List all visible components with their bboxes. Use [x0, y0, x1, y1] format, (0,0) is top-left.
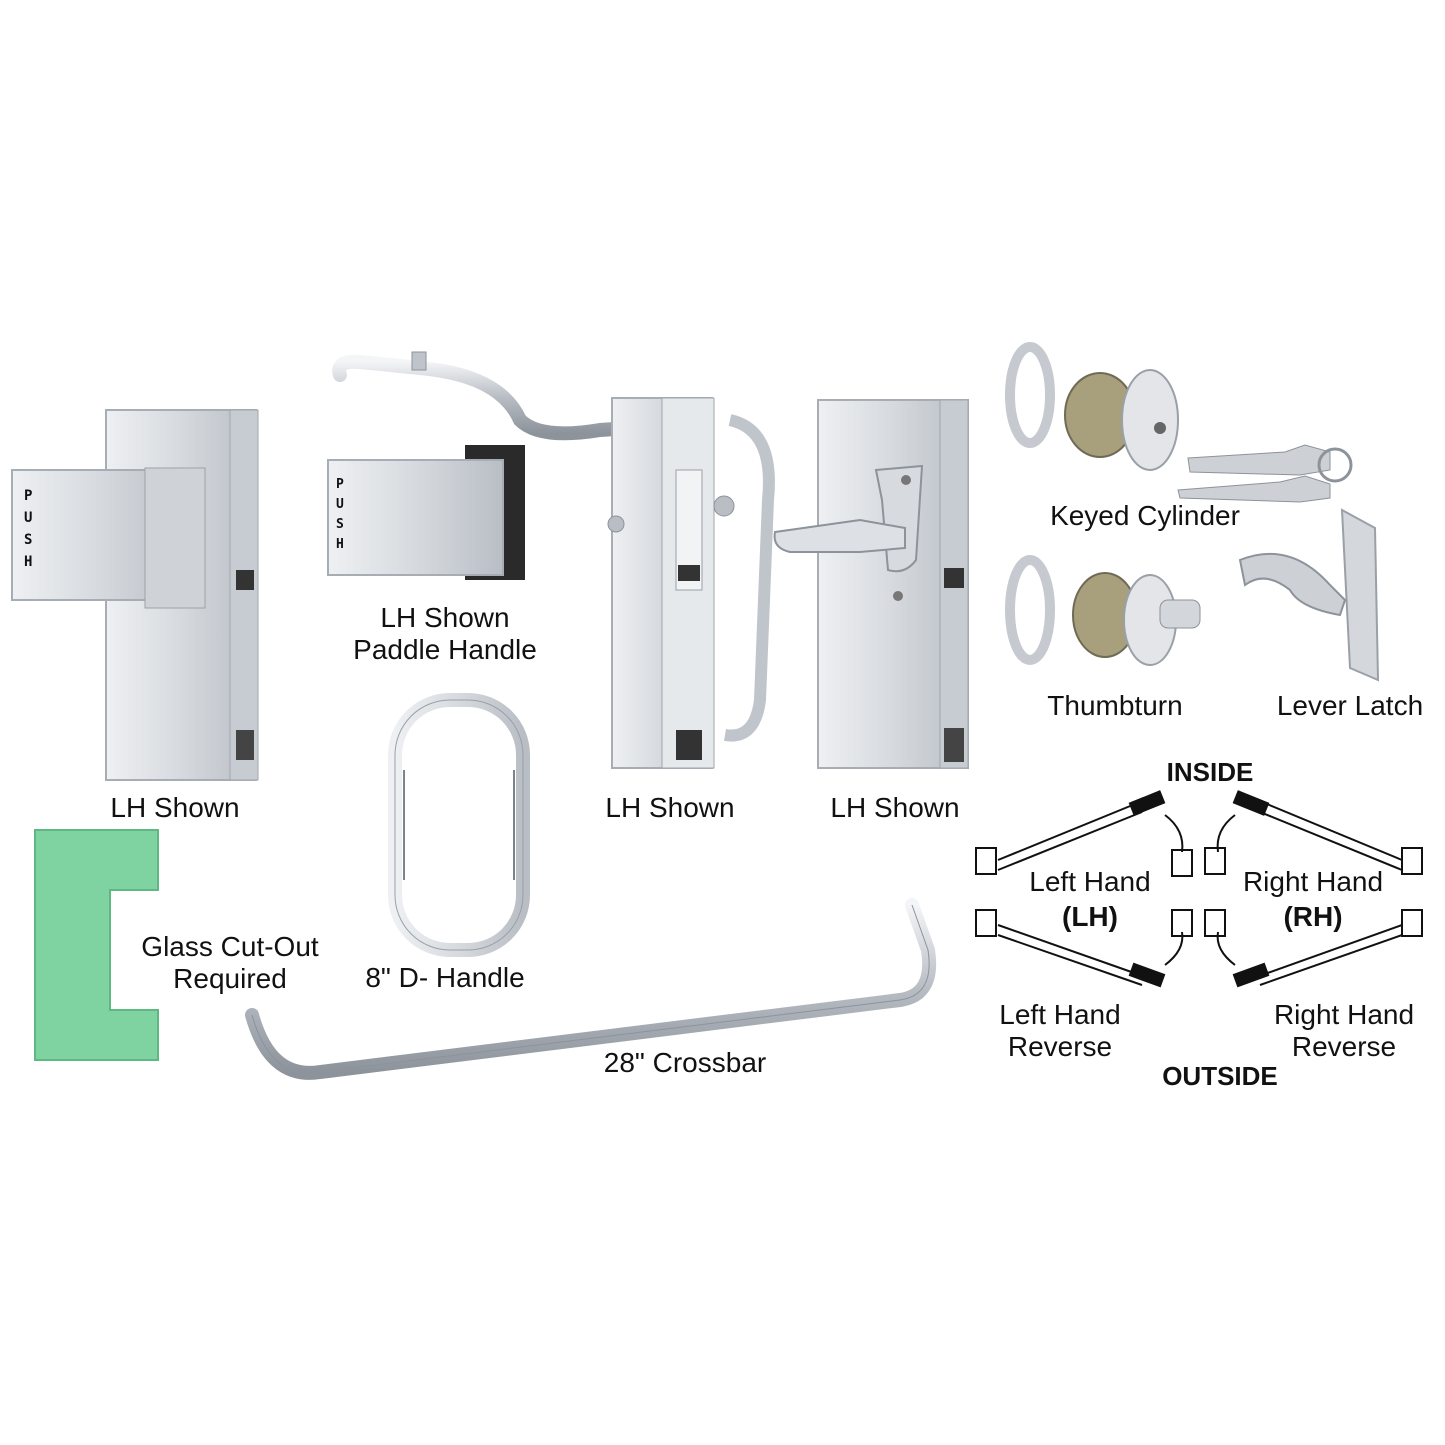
glass-cutout-caption-line1: Glass Cut-Out [141, 931, 319, 962]
right-hand-reverse-label-line2: Reverse [1291, 1031, 1397, 1062]
left-hand-label-line1: Left Hand [1029, 866, 1151, 897]
crossbar-image [245, 898, 937, 1080]
left-hand-label-line2: (LH) [1062, 901, 1118, 932]
crossbar-caption: 28" Crossbar [603, 1047, 767, 1078]
push-letter-u-1: U [24, 510, 32, 526]
push-letter-p-2: P [336, 477, 344, 492]
left-hand-reverse-label-line1: Left Hand [999, 999, 1121, 1030]
push-panic-lock-image: P U S H [11, 409, 259, 781]
push-letter-h-2: H [336, 537, 344, 552]
thumbturn-caption: Thumbturn [1047, 690, 1183, 721]
lever-latch-caption: Lever Latch [1276, 690, 1424, 721]
left-hand-reverse-label-line2: Reverse [1007, 1031, 1113, 1062]
push-letter-p-1: P [24, 488, 32, 504]
glass-cutout-caption-line2: Required [173, 963, 287, 994]
d-handle-caption: 8" D- Handle [365, 962, 525, 993]
paddle-handle-caption-line1: LH Shown [380, 602, 510, 633]
hinge-box [975, 847, 997, 875]
push-letter-s-2: S [336, 517, 344, 532]
inside-label: INSIDE [1166, 757, 1254, 787]
glass-cutout-image [34, 829, 159, 1061]
push-letter-s-1: S [24, 532, 32, 548]
crossbar-lock-caption: LH Shown [605, 792, 735, 823]
d-handle-image [388, 693, 530, 957]
right-hand-label-line2: (RH) [1283, 901, 1343, 932]
lever-lock-caption: LH Shown [830, 792, 960, 823]
paddle-handle-image: P U S H [327, 445, 525, 580]
outside-label: OUTSIDE [1162, 1061, 1278, 1091]
crossbar-lock-image [332, 351, 775, 769]
right-hand-reverse-label-line1: Right Hand [1273, 999, 1415, 1030]
right-hand-label-line1: Right Hand [1242, 866, 1384, 897]
lever-latch-image [1238, 508, 1380, 682]
keyed-cylinder-image [1005, 342, 1353, 503]
lever-lock-image [773, 399, 969, 769]
push-letter-u-2: U [336, 497, 344, 512]
paddle-handle-caption-line2: Paddle Handle [353, 634, 537, 665]
thumbturn-image [1005, 555, 1201, 666]
handing-diagram [975, 790, 1423, 988]
push-letter-h-1: H [24, 554, 32, 570]
push-panic-lock-caption: LH Shown [110, 792, 240, 823]
keyed-cylinder-caption: Keyed Cylinder [1050, 500, 1240, 531]
